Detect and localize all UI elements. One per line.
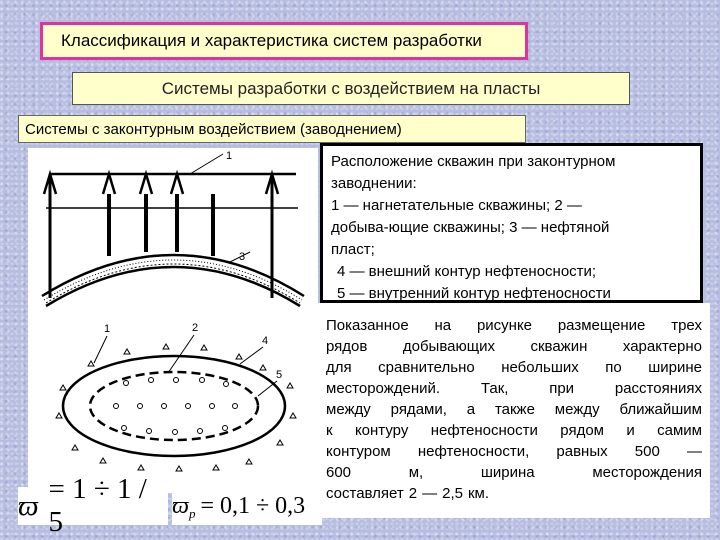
injection-well-shafts bbox=[48, 174, 274, 298]
section-heading-text: Системы с законтурным воздействием (заво… bbox=[25, 120, 402, 138]
outer-oil-contour bbox=[61, 354, 287, 458]
description-word: равных bbox=[556, 443, 608, 460]
oil-reservoir-arch bbox=[41, 253, 305, 308]
label-4: 4 bbox=[262, 335, 268, 347]
label-1: 1 bbox=[104, 323, 110, 335]
formula-ratio: ϖ = 1 ÷ 1 / 5 bbox=[18, 473, 168, 538]
description-word: 500 bbox=[634, 443, 660, 460]
description-word: рядом bbox=[560, 422, 604, 439]
description-word: трех bbox=[671, 317, 702, 334]
description-word: ближайшим bbox=[619, 401, 702, 418]
description-word: нефтеносности bbox=[430, 422, 538, 439]
injection-wells-plan bbox=[55, 343, 297, 472]
omega-subscript: р bbox=[188, 506, 196, 521]
caption-line: пласт; bbox=[331, 241, 375, 258]
description-line: Показанное на рисунке размещение трех bbox=[326, 315, 702, 336]
leader-3 bbox=[227, 251, 251, 264]
caption-line: Расположение скважин при законтурном bbox=[331, 153, 616, 170]
slide-subtitle: Системы разработки с воздействием на пла… bbox=[72, 72, 630, 105]
production-well-shafts bbox=[107, 194, 215, 256]
description-line: для сравнительно небольших по ширине bbox=[326, 357, 702, 378]
description-word: — bbox=[422, 485, 438, 502]
leader-1 bbox=[93, 335, 108, 364]
label-1-top: 1 bbox=[226, 150, 232, 162]
description-word: расстояниях bbox=[614, 380, 702, 397]
description-line: к контуру нефтеносности рядом и самим bbox=[326, 420, 702, 441]
description-word: составляет bbox=[326, 485, 404, 502]
description-word: также bbox=[494, 401, 535, 418]
description-line: контуром нефтеносности, равных 500 — bbox=[326, 441, 702, 462]
label-5: 5 bbox=[276, 369, 282, 381]
description-word: месторождения bbox=[592, 464, 702, 481]
description-word: сравнительно bbox=[378, 359, 475, 376]
description-word: рядами, bbox=[390, 401, 447, 418]
caption-line: 1 — нагнетательные скважины; 2 — bbox=[331, 197, 582, 214]
description-word: 2,5 bbox=[442, 485, 463, 502]
description-word: к bbox=[326, 422, 333, 439]
label-2: 2 bbox=[192, 322, 198, 334]
leader-4 bbox=[239, 346, 264, 365]
description-word: для bbox=[326, 359, 352, 376]
wells-diagram: 1 3 1 2 4 5 bbox=[28, 148, 318, 493]
leader-2 bbox=[167, 334, 195, 374]
description-word: характерно bbox=[622, 338, 702, 355]
description-word: добывающих bbox=[402, 338, 495, 355]
description-word: при bbox=[549, 380, 575, 397]
description-word: небольших bbox=[501, 359, 579, 376]
description-word: между bbox=[554, 401, 600, 418]
formula-ratio-p-expr: = 0,1 ÷ 0,3 bbox=[200, 492, 306, 519]
description-word: размещение bbox=[557, 317, 646, 334]
omega-symbol: ϖ bbox=[18, 489, 39, 522]
slide-title-text: Классификация и характеристика систем ра… bbox=[61, 31, 482, 50]
production-wells-plan bbox=[113, 377, 238, 435]
description-word: скважин bbox=[530, 338, 588, 355]
description-line: 600 м, ширина месторождения bbox=[326, 462, 702, 483]
description-word: нефтеносности, bbox=[417, 443, 530, 460]
description-word: км. bbox=[467, 485, 490, 502]
diagram-caption: Расположение скважин при законтурном зав… bbox=[320, 143, 703, 303]
description-word: и bbox=[626, 422, 635, 439]
label-3: 3 bbox=[239, 251, 245, 263]
description-word: 600 bbox=[326, 464, 352, 481]
omega-symbol: ϖ bbox=[172, 492, 189, 519]
description-word: по bbox=[605, 359, 622, 376]
caption-line: добыва-ющие скважины; 3 — нефтяной bbox=[331, 219, 610, 236]
formula-ratio-expr: = 1 ÷ 1 / 5 bbox=[48, 473, 147, 538]
description-word: рисунке bbox=[476, 317, 533, 334]
description-word: между bbox=[326, 401, 371, 418]
description-word: на bbox=[434, 317, 452, 334]
description-line: между рядами, а также между ближайшим bbox=[326, 399, 702, 420]
description-word: а bbox=[466, 401, 476, 418]
description-word: ширина bbox=[480, 464, 535, 481]
caption-line: 4 — внешний контур нефтеносности; bbox=[337, 263, 597, 280]
description-word: — bbox=[686, 443, 702, 460]
description-word: контуру bbox=[354, 422, 409, 439]
slide-subtitle-text: Системы разработки с воздействием на пла… bbox=[161, 78, 541, 98]
section-heading: Системы с законтурным воздействием (заво… bbox=[18, 115, 526, 143]
description-word: ширине bbox=[648, 359, 702, 376]
leader-1-top bbox=[189, 153, 224, 175]
wells-diagram-svg: 1 3 1 2 4 5 bbox=[41, 150, 305, 472]
description-word: Так, bbox=[480, 380, 509, 397]
description-word: 2 bbox=[408, 485, 418, 502]
description-line: месторождений. Так, при расстояниях bbox=[326, 378, 702, 399]
injection-well-symbols-top bbox=[42, 169, 280, 195]
description-word: месторождений. bbox=[326, 380, 441, 397]
description-line: рядов добывающих скважин характерно bbox=[326, 336, 702, 357]
caption-line: заводнении: bbox=[331, 175, 417, 192]
caption-line: 5 — внутренний контур нефтеносности bbox=[337, 285, 611, 302]
description-word: Показанное bbox=[326, 317, 409, 334]
description-word: рядов bbox=[326, 338, 368, 355]
description-word: контуром bbox=[326, 443, 391, 460]
description-word: самим bbox=[657, 422, 702, 439]
slide-title: Классификация и характеристика систем ра… bbox=[40, 22, 528, 60]
description-word: м, bbox=[408, 464, 424, 481]
inner-oil-contour bbox=[88, 370, 260, 442]
description-text: Показанное на рисунке размещение трех рядов д… bbox=[318, 303, 710, 518]
